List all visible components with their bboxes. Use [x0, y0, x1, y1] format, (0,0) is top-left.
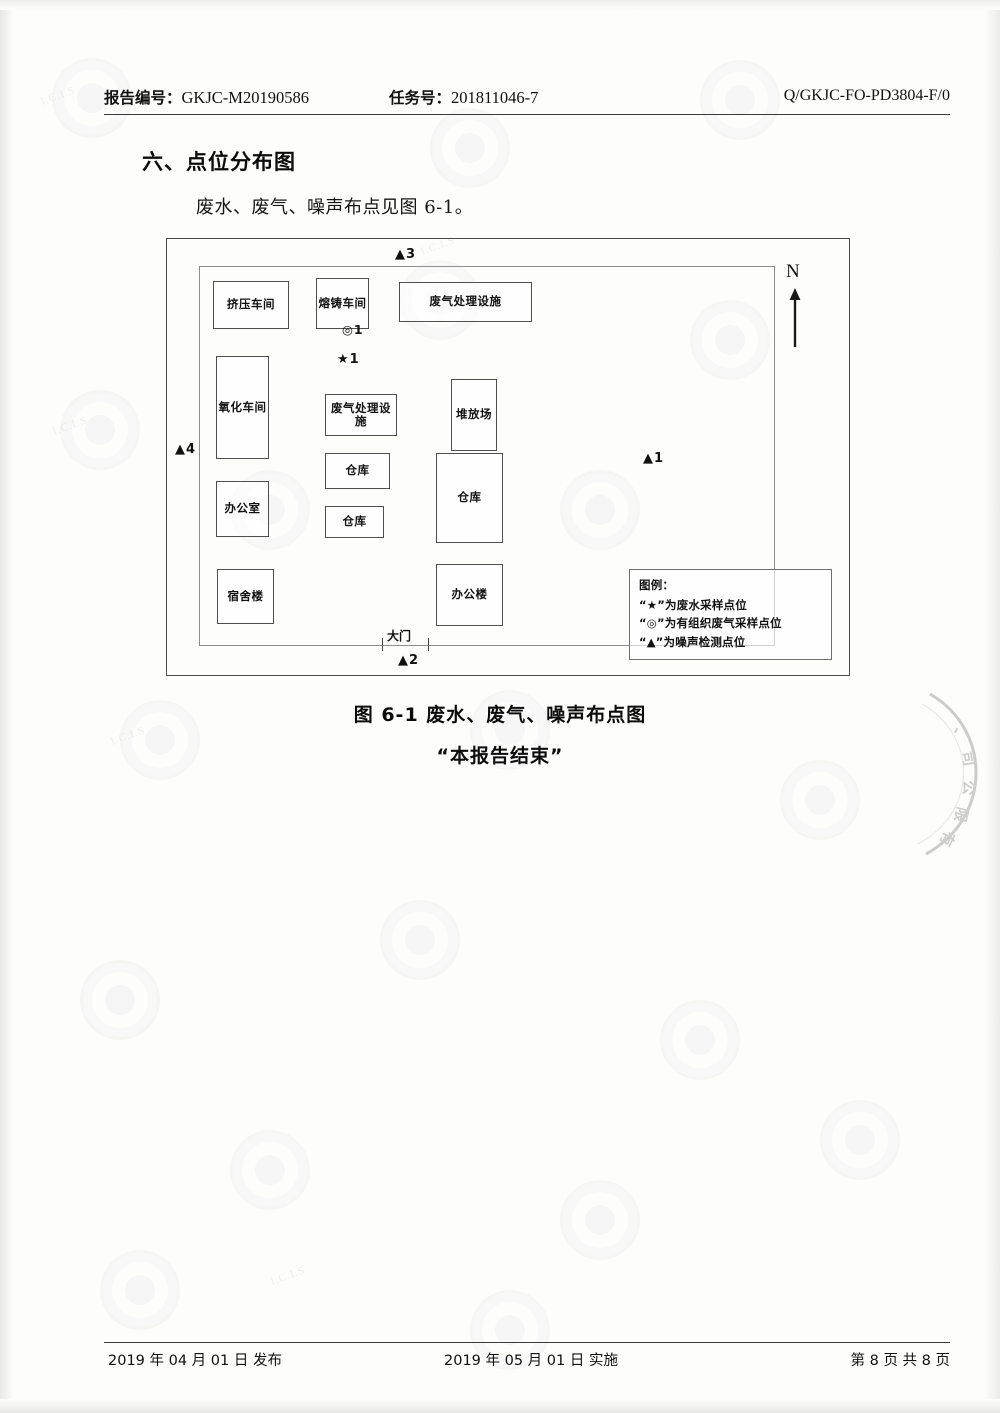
marker-symbol: ▲ [175, 442, 185, 457]
report-end-note: “本报告结束” [436, 745, 564, 767]
building-label: 办公室 [224, 501, 261, 516]
marker-noise-3: ▲3 [395, 248, 415, 261]
building-label: 熔铸车间 [318, 295, 367, 310]
task-number-label: 任务号： [389, 89, 452, 107]
building-box: 熔铸车间 [316, 278, 369, 329]
marker-number: 4 [186, 442, 196, 457]
marker-symbol: ★ [337, 352, 349, 367]
building-box: 挤压车间 [213, 281, 289, 329]
building-label: 氧化车间 [218, 399, 267, 414]
marker-symbol: ▲ [398, 653, 408, 668]
marker-air-1: ◎1 [342, 322, 363, 337]
building-box: 氧化车间 [216, 356, 269, 459]
report-number: 报告编号：GKJC-M20190586 [104, 86, 309, 108]
marker-symbol: ◎ [342, 322, 353, 337]
section-paragraph: 废水、废气、噪声布点见图 6-1。 [196, 197, 474, 218]
building-box: 仓库 [325, 453, 390, 489]
section-heading: 六、点位分布图 [142, 150, 296, 174]
task-number-value: 201811046-7 [451, 88, 539, 107]
marker-number: 2 [409, 653, 419, 668]
gate-label: 大门 [387, 629, 412, 643]
document-code: Q/GKJC-FO-PD3804-F/0 [783, 87, 950, 104]
building-label: 挤压车间 [227, 297, 275, 312]
building-label: 仓库 [345, 463, 370, 478]
legend-item-noise: “▲”为噪声检测点位 [639, 634, 746, 649]
marker-number: 1 [654, 451, 664, 466]
paper-edge-bottom [0, 1399, 1000, 1413]
building-label: 办公楼 [451, 587, 488, 602]
issue-date: 2019 年 04 月 01 日 发布 [108, 1353, 282, 1369]
page-footer: 2019 年 04 月 01 日 发布 2019 年 05 月 01 日 实施 … [104, 1349, 950, 1379]
building-box: 宿舍楼 [217, 569, 274, 624]
paper-edge-left [0, 0, 14, 1413]
paper-edge-top [0, 0, 1000, 10]
building-box: 废气处理设施 [325, 394, 397, 436]
figure-frame: N 挤压车间熔铸车间废气处理设施氧化车间废气处理设施堆放场仓库仓库仓库办公室宿舍… [166, 238, 850, 676]
legend-item-wastewater: “★”为废水采样点位 [639, 597, 747, 612]
figure-caption: 图 6-1 废水、废气、噪声布点图 [353, 704, 647, 726]
legend-title: 图例： [639, 578, 675, 592]
marker-symbol: ▲ [643, 451, 653, 466]
north-arrow-icon [789, 288, 801, 347]
building-label: 仓库 [457, 490, 482, 505]
paper-edge-right [984, 0, 1000, 1413]
marker-number: 1 [349, 352, 359, 367]
building-box: 仓库 [325, 506, 384, 538]
legend-item-exhaust: “◎”为有组织废气采样点位 [639, 616, 782, 631]
legend-box: 图例： “★”为废水采样点位 “◎”为有组织废气采样点位 “▲”为噪声检测点位 [629, 569, 832, 660]
building-box: 仓库 [436, 453, 503, 543]
task-number: 任务号：201811046-7 [389, 86, 538, 108]
building-label: 宿舍楼 [227, 588, 264, 603]
building-label: 堆放场 [456, 407, 492, 422]
header-divider [104, 114, 950, 115]
building-box: 废气处理设施 [399, 282, 532, 322]
report-number-label: 报告编号： [104, 89, 182, 107]
marker-noise-4: ▲4 [175, 443, 195, 456]
report-number-value: GKJC-M20190586 [181, 88, 309, 107]
building-label: 仓库 [342, 514, 367, 529]
marker-number: 3 [406, 247, 416, 262]
building-label: 废气处理设施 [429, 294, 502, 309]
marker-symbol: ▲ [395, 247, 405, 262]
marker-noise-2: ▲2 [398, 654, 418, 667]
marker-number: 1 [353, 322, 363, 337]
effective-date: 2019 年 05 月 01 日 实施 [444, 1353, 618, 1369]
page-number: 第 8 页 共 8 页 [850, 1353, 951, 1369]
page-header: 报告编号：GKJC-M20190586 任务号：201811046-7 Q/GK… [104, 86, 950, 112]
building-label: 废气处理设施 [331, 400, 391, 428]
building-box: 办公楼 [436, 564, 503, 626]
building-box: 办公室 [216, 481, 269, 537]
north-label: N [786, 261, 800, 282]
marker-noise-1: ▲1 [643, 452, 663, 465]
compound-frame [199, 266, 775, 646]
marker-water-1: ★1 [337, 353, 359, 366]
gate-tick-left [382, 638, 383, 651]
footer-divider [104, 1342, 950, 1343]
gate-tick-right [428, 638, 429, 651]
building-box: 堆放场 [451, 379, 497, 451]
